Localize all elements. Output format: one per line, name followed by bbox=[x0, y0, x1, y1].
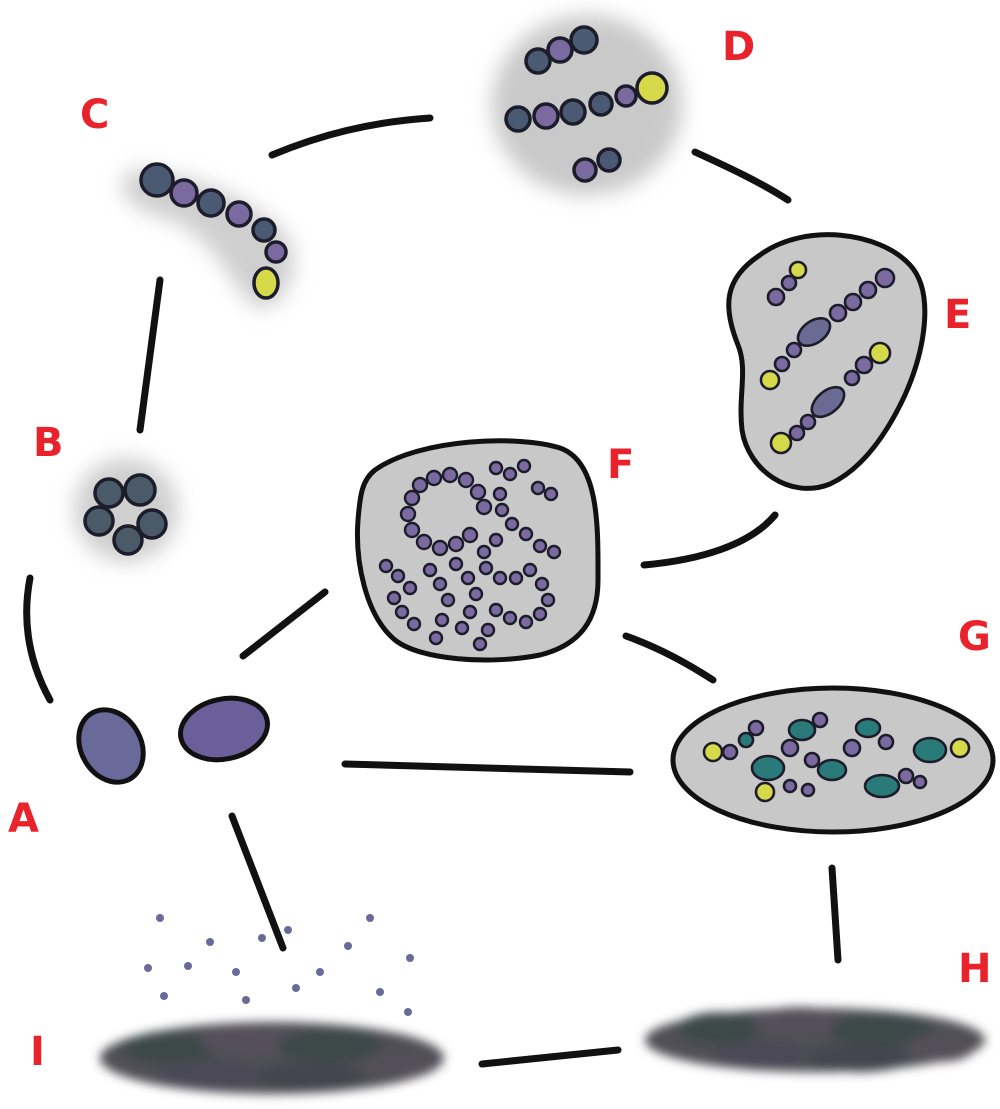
stage-f-cell bbox=[357, 441, 598, 660]
label-c: C bbox=[80, 92, 109, 138]
stage-e-cell bbox=[729, 235, 925, 489]
bead bbox=[590, 93, 612, 115]
label-e: E bbox=[944, 292, 971, 338]
bead bbox=[198, 190, 224, 216]
label-h: H bbox=[958, 946, 991, 992]
arrow-g-to-a bbox=[345, 764, 630, 772]
bead bbox=[574, 159, 596, 181]
stage-h-mat bbox=[645, 1007, 985, 1072]
bead bbox=[141, 164, 173, 196]
label-i: I bbox=[30, 1029, 45, 1075]
bead bbox=[845, 294, 861, 310]
bead bbox=[801, 415, 815, 429]
bead bbox=[616, 86, 636, 106]
arrow-b-to-c bbox=[140, 280, 160, 430]
bead bbox=[227, 202, 251, 226]
stage-i-mat bbox=[100, 1022, 444, 1094]
bead-tip bbox=[761, 371, 779, 389]
label-b: B bbox=[33, 420, 64, 466]
arrow-a-to-b bbox=[27, 578, 50, 700]
stage-g-cell bbox=[673, 688, 993, 832]
cell-wall bbox=[729, 235, 925, 489]
bead-tip bbox=[870, 343, 890, 363]
stage-c-filament bbox=[122, 164, 294, 310]
bead bbox=[571, 27, 597, 53]
arrow-e-to-f bbox=[644, 515, 775, 565]
stage-d-filaments bbox=[492, 15, 682, 195]
bead-tip bbox=[771, 433, 791, 453]
bead bbox=[253, 219, 275, 241]
arrow-c-to-d bbox=[272, 118, 430, 155]
stage-b-cluster bbox=[74, 458, 178, 562]
bead bbox=[598, 149, 620, 171]
bead bbox=[526, 49, 550, 73]
bead bbox=[561, 100, 585, 124]
bead bbox=[856, 357, 872, 373]
arrow-i-to-a bbox=[232, 816, 283, 948]
arrow-h-to-i bbox=[482, 1050, 618, 1064]
bead bbox=[506, 107, 530, 131]
bead bbox=[775, 357, 789, 371]
arrow-f-to-g bbox=[626, 636, 713, 680]
bead bbox=[266, 242, 286, 262]
spore bbox=[66, 698, 156, 794]
bead bbox=[830, 305, 846, 321]
bead-tip bbox=[637, 73, 667, 103]
bead bbox=[876, 269, 894, 287]
bead bbox=[845, 371, 859, 385]
cell bbox=[138, 510, 166, 538]
bead bbox=[790, 426, 804, 440]
stage-a-spores bbox=[66, 691, 273, 794]
label-d: D bbox=[722, 24, 755, 70]
bead bbox=[548, 38, 572, 62]
label-a: A bbox=[8, 796, 39, 842]
bead bbox=[782, 276, 796, 290]
cell bbox=[85, 507, 113, 535]
bead bbox=[768, 289, 784, 305]
label-f: F bbox=[607, 442, 634, 488]
arrow-g-to-h bbox=[832, 868, 838, 960]
cell bbox=[125, 475, 155, 505]
bead bbox=[534, 104, 558, 128]
cell bbox=[95, 479, 123, 507]
bead bbox=[171, 180, 197, 206]
arrow-d-to-e bbox=[695, 152, 788, 200]
bead-tip bbox=[254, 268, 278, 298]
bead bbox=[787, 343, 801, 357]
arrow-f-to-a bbox=[243, 592, 325, 656]
label-g: G bbox=[958, 614, 991, 660]
spore bbox=[175, 691, 274, 768]
bead bbox=[860, 282, 876, 298]
